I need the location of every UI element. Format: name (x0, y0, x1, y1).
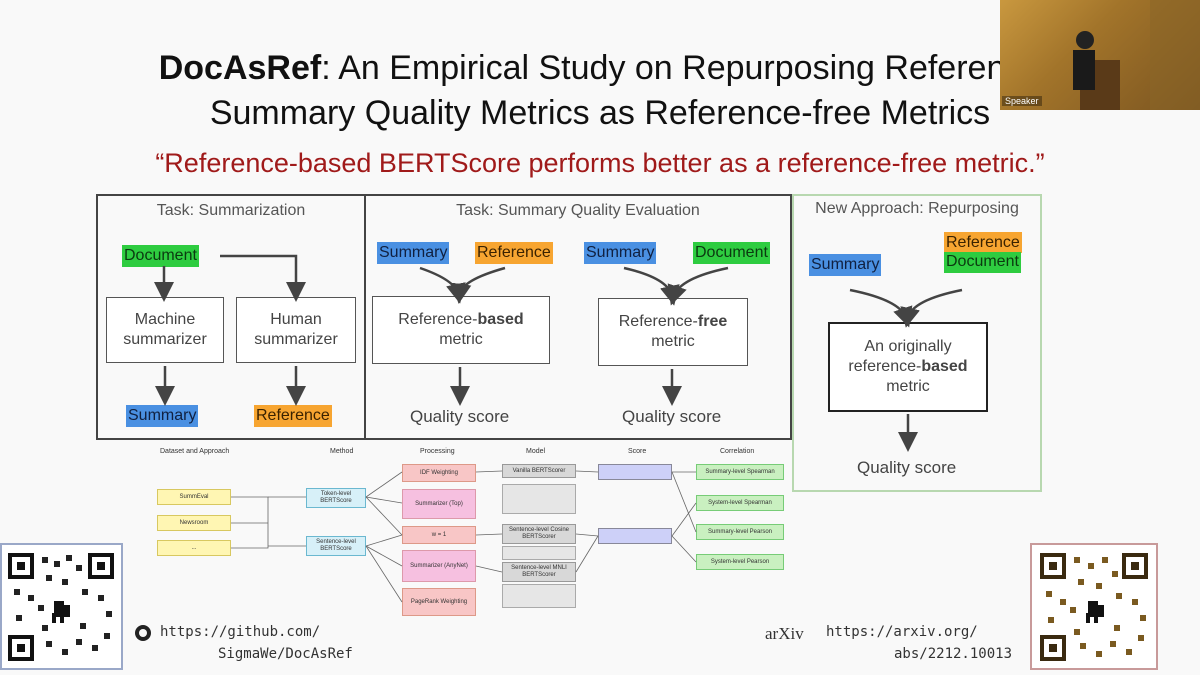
panel2-summary-tag-b: Summary (584, 242, 657, 264)
slide-title-line2: Summary Quality Metrics as Reference-fre… (209, 94, 991, 132)
originally-reference-based-metric-box: An originally reference-based metric (828, 322, 988, 412)
processing-idf: IDF Weighting (402, 464, 476, 482)
score-system (598, 528, 672, 544)
score-summary (598, 464, 672, 480)
header-dataset: Dataset and Approach (160, 448, 230, 455)
model-cosine-variants (502, 546, 576, 560)
title-rest: : An Empirical Study on Repurposing Refe… (321, 49, 1042, 87)
reference-based-metric-box: Reference-based metric (372, 296, 550, 364)
panel2-reference-tag: Reference (475, 242, 553, 264)
github-icon (135, 625, 151, 641)
header-method: Method (330, 448, 354, 455)
panel1-title: Task: Summarization (156, 202, 306, 219)
panel3-reference-tag: Reference (944, 232, 1022, 253)
speaker-label: Speaker (1002, 96, 1042, 106)
processing-summarizer-anynet: Summarizer (AnyNet) (402, 550, 476, 582)
slide-quote: “Reference-based BERTScore performs bett… (155, 148, 1045, 178)
slide-title-line1: DocAsRef: An Empirical Study on Repurpos… (0, 47, 1200, 89)
processing-w1: w = 1 (402, 526, 476, 544)
method-token-level: Token-level BERTScore (306, 488, 366, 508)
corr-summary-spearman: Summary-level Spearman (696, 464, 784, 480)
panel3-document-tag: Document (944, 252, 1021, 273)
qr-pattern-icon (1040, 553, 1148, 661)
panel2-summary-tag-a: Summary (377, 242, 450, 264)
panel1-summary-tag: Summary (126, 405, 199, 427)
title-bold: DocAsRef (158, 49, 322, 87)
panel2-title: Task: Summary Quality Evaluation (456, 202, 700, 219)
method-sentence-level: Sentence-level BERTScore (306, 536, 366, 556)
arxiv-qr-code[interactable] (1030, 543, 1158, 670)
dataset-summeval: SummEval (157, 489, 231, 505)
model-vanilla-variants (502, 484, 576, 514)
panel3-summary-tag: Summary (809, 254, 882, 276)
header-score: Score (628, 448, 647, 455)
qr-pattern-icon (8, 553, 114, 661)
github-url-line2[interactable]: SigmaWe/DocAsRef (218, 646, 353, 662)
corr-summary-pearson: Summary-level Pearson (696, 524, 784, 540)
panel1-document-tag: Document (122, 245, 199, 267)
processing-summarizer-top: Summarizer (Top) (402, 489, 476, 519)
machine-summarizer-box: Machine summarizer (106, 297, 224, 363)
arxiv-url-line1[interactable]: https://arxiv.org/ (826, 624, 978, 640)
panel3-title: New Approach: Repurposing (815, 200, 1019, 217)
dataset-newsroom: Newsroom (157, 515, 231, 531)
github-url-line1[interactable]: https://github.com/ (160, 624, 321, 640)
header-correlation: Correlation (720, 448, 755, 455)
model-mnli: Sentence-level MNLI BERTScorer (502, 562, 576, 582)
arxiv-logo: arXiv (765, 624, 804, 643)
model-mnli-variants (502, 584, 576, 608)
corr-system-pearson: System-level Pearson (696, 554, 784, 570)
header-processing: Processing (420, 448, 455, 455)
processing-pagerank: PageRank Weighting (402, 588, 476, 616)
reference-free-metric-box: Reference-free metric (598, 298, 748, 366)
dataset-more: ... (157, 540, 231, 556)
model-cosine: Sentence-level Cosine BERTScorer (502, 524, 576, 544)
panel1-reference-tag: Reference (254, 405, 332, 427)
panel2-document-tag: Document (693, 242, 770, 264)
panel3-score: Quality score (857, 458, 957, 477)
header-model: Model (526, 448, 546, 455)
github-qr-code[interactable] (0, 543, 123, 670)
speaker-webcam-video (1000, 0, 1200, 110)
human-summarizer-box: Human summarizer (236, 297, 356, 363)
panel2-score-b: Quality score (622, 407, 722, 426)
speaker-figure-icon (1073, 0, 1200, 110)
panel2-score-a: Quality score (410, 407, 510, 426)
model-vanilla: Vanilla BERTScorer (502, 464, 576, 478)
panel-repurposing (792, 194, 1042, 492)
panel-evaluation (364, 194, 792, 440)
corr-system-spearman: System-level Spearman (696, 495, 784, 511)
arxiv-url-line2[interactable]: abs/2212.10013 (894, 646, 1013, 662)
